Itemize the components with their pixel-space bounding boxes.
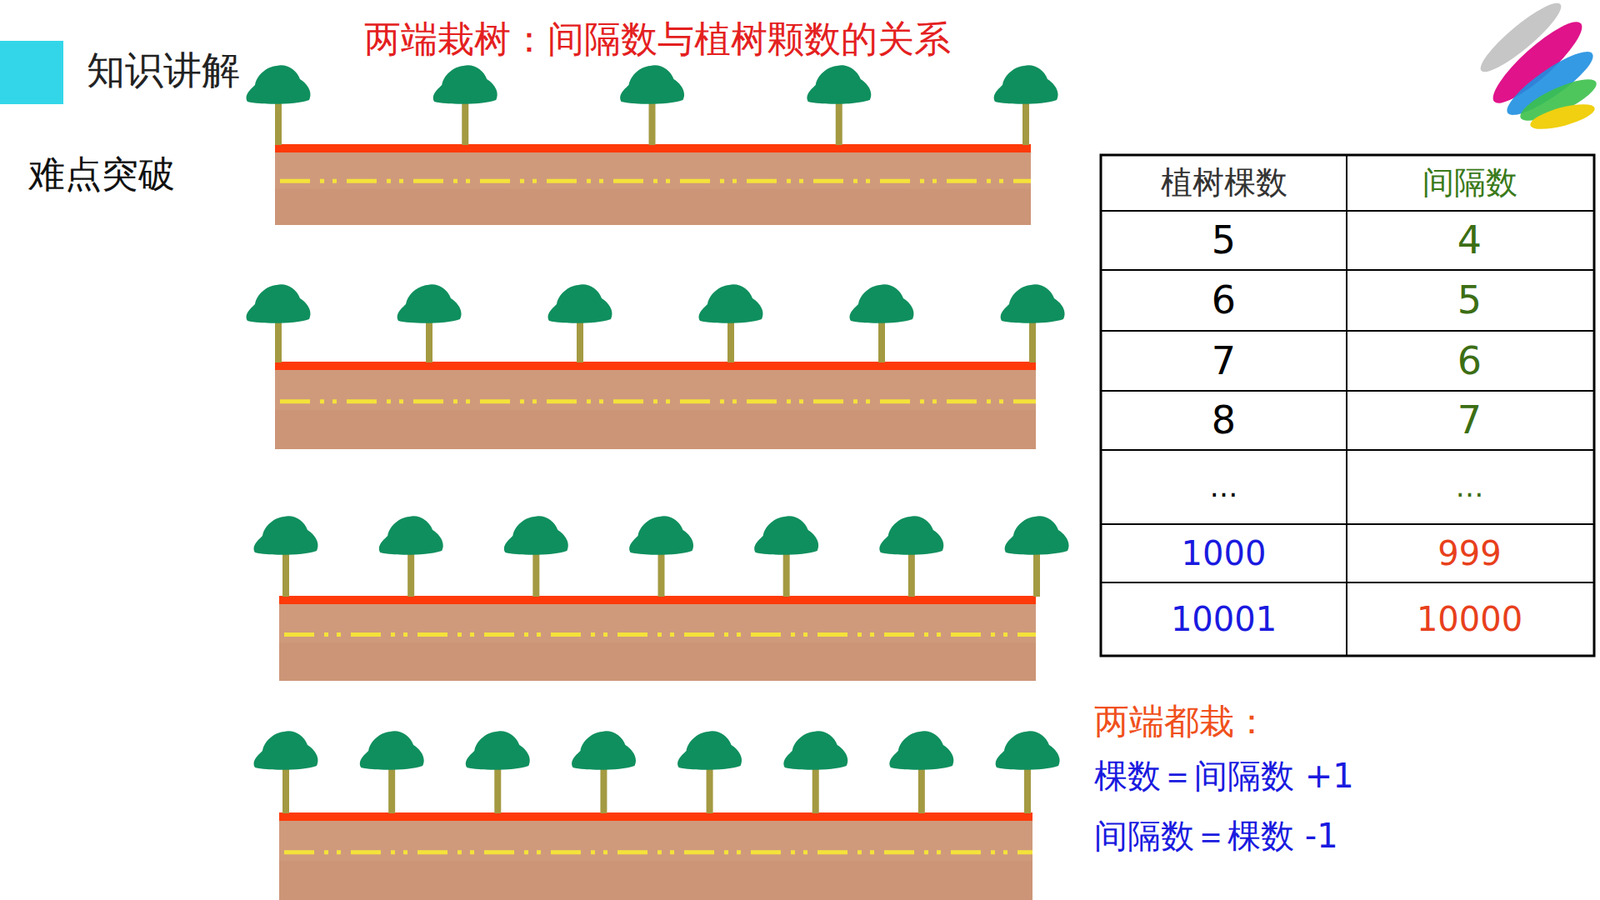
table-header: 间隔数 bbox=[1346, 155, 1593, 211]
table-grid bbox=[1100, 155, 1595, 656]
tree-trunk bbox=[407, 547, 415, 597]
tree-crown bbox=[246, 65, 311, 104]
tree-trunk bbox=[532, 547, 540, 597]
tree-crown bbox=[548, 284, 613, 323]
section-marker bbox=[0, 40, 64, 105]
tree-crown bbox=[620, 65, 685, 104]
tree-trunk bbox=[388, 762, 395, 814]
tree-trunk bbox=[600, 762, 607, 814]
tree-crown bbox=[1005, 515, 1070, 555]
tree-crown bbox=[254, 515, 319, 555]
tree-trunk bbox=[706, 762, 714, 814]
tree-trunk bbox=[282, 762, 290, 814]
table-cell: 5 bbox=[1346, 270, 1593, 331]
tree-trunk bbox=[1024, 762, 1031, 814]
tree-crown bbox=[629, 515, 694, 555]
table-header: 植树棵数 bbox=[1100, 155, 1347, 211]
table-cell: 5 bbox=[1100, 210, 1347, 270]
table-cell: 10001 bbox=[1100, 582, 1347, 656]
tree-crown bbox=[806, 65, 871, 104]
tree-crown bbox=[360, 730, 425, 770]
lane-line bbox=[284, 850, 1033, 855]
segment-line bbox=[275, 144, 1031, 153]
tree-trunk bbox=[918, 762, 925, 814]
tree-crown bbox=[850, 284, 915, 323]
road-scene bbox=[246, 65, 1059, 225]
lane-line bbox=[280, 179, 1031, 184]
lane-line bbox=[280, 399, 1036, 404]
road bbox=[279, 596, 1036, 681]
logo bbox=[1474, 0, 1600, 135]
roads bbox=[246, 65, 1070, 900]
tree-crown bbox=[995, 730, 1060, 770]
tree-crown bbox=[246, 284, 311, 323]
section-heading: 知识讲解 bbox=[86, 48, 240, 93]
table-cell: 6 bbox=[1346, 330, 1593, 391]
table-cell: 10000 bbox=[1346, 582, 1593, 656]
tree-trunk bbox=[1033, 547, 1040, 597]
road-shade bbox=[279, 860, 1033, 900]
rule-formula: 棵数＝间隔数 +1 bbox=[1094, 756, 1355, 795]
tree-crown bbox=[699, 284, 764, 323]
road-scene bbox=[254, 730, 1060, 900]
tree-crown bbox=[994, 65, 1059, 104]
tree-crown bbox=[397, 284, 462, 323]
segment-line bbox=[275, 361, 1036, 370]
tree-crown bbox=[889, 730, 954, 770]
road bbox=[275, 145, 1031, 225]
tree-crown bbox=[379, 515, 444, 555]
road-shade bbox=[279, 643, 1036, 681]
road-shade bbox=[275, 410, 1036, 450]
rule-formula: 间隔数＝棵数 -1 bbox=[1094, 816, 1339, 855]
subheading: 难点突破 bbox=[28, 153, 175, 196]
tree-crown bbox=[783, 730, 848, 770]
table-cell: 7 bbox=[1346, 390, 1593, 450]
segment-line bbox=[279, 812, 1033, 821]
tree-crown bbox=[677, 730, 742, 770]
table-cell: 8 bbox=[1100, 390, 1347, 450]
table-cell: 1000 bbox=[1100, 524, 1347, 583]
table-cell: 4 bbox=[1346, 210, 1593, 270]
road bbox=[275, 362, 1036, 450]
table-cell: 7 bbox=[1100, 330, 1347, 391]
segment-line bbox=[279, 595, 1036, 605]
tree-trunk bbox=[494, 762, 501, 814]
table-cell: … bbox=[1346, 450, 1593, 525]
tree-trunk bbox=[908, 547, 915, 597]
tree-trunk bbox=[282, 547, 290, 597]
road-scene bbox=[246, 284, 1065, 450]
table-cell: 6 bbox=[1100, 270, 1347, 331]
rule-heading: 两端都栽： bbox=[1094, 701, 1270, 742]
tree-crown bbox=[254, 730, 319, 770]
slide-title: 两端栽树：间隔数与植树颗数的关系 bbox=[364, 18, 951, 61]
tree-trunk bbox=[783, 547, 790, 597]
tree-crown bbox=[504, 515, 569, 555]
tree-trunk bbox=[812, 762, 820, 814]
tree-crown bbox=[754, 515, 819, 555]
tree-crown bbox=[1000, 284, 1065, 323]
road-shade bbox=[275, 189, 1031, 225]
lane-line bbox=[284, 632, 1036, 637]
tree-crown bbox=[879, 515, 944, 555]
tree-crown bbox=[433, 65, 498, 104]
road-scene bbox=[254, 515, 1070, 681]
table-cell: 999 bbox=[1346, 524, 1593, 583]
tree-crown bbox=[571, 730, 636, 770]
road bbox=[279, 813, 1033, 900]
table-cell: … bbox=[1100, 450, 1347, 525]
tree-trunk bbox=[658, 547, 665, 597]
tree-crown bbox=[465, 730, 530, 770]
